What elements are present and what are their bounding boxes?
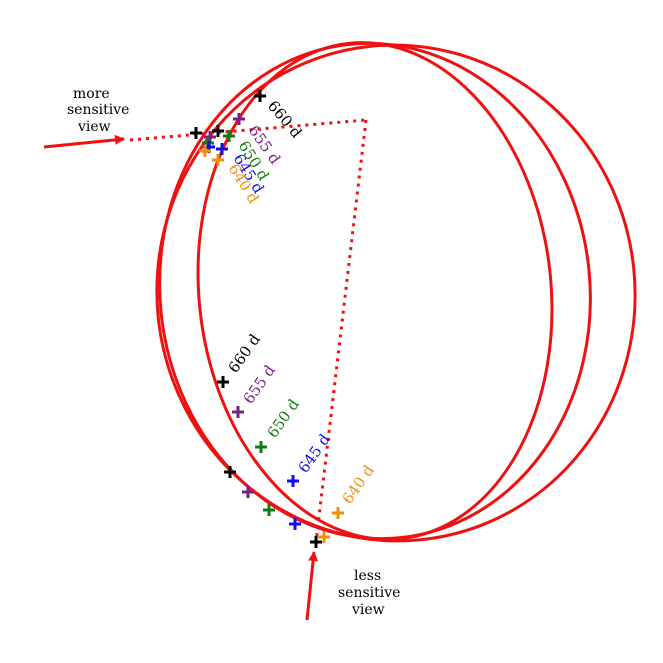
- sight-line-less: [314, 119, 368, 543]
- more-sensitive-arrow: [43, 134, 125, 149]
- orbit-ellipse-outer: [155, 43, 637, 543]
- lower-label-655: 655 d: [240, 361, 280, 407]
- more-sensitive-view-label: more sensitive view: [67, 86, 129, 135]
- marker-lower-660-a: [217, 376, 229, 388]
- less-view-line-2: sensitive: [338, 585, 400, 601]
- marker-upper-650: [223, 130, 235, 142]
- marker-upper-645: [216, 143, 228, 155]
- marker-upper-640-b: [199, 145, 211, 157]
- more-view-line-1: more: [73, 86, 110, 102]
- marker-upper-660-c: [212, 125, 224, 137]
- lower-label-645: 645 d: [295, 430, 335, 476]
- marker-lower-650-a: [255, 441, 267, 453]
- less-view-line-1: less: [354, 568, 381, 584]
- orbit-ellipse-middle: [158, 41, 592, 541]
- upper-label-660: 660 d: [264, 97, 306, 142]
- marker-lower-660-b: [224, 466, 236, 478]
- marker-upper-660-b: [190, 127, 202, 139]
- upper-markers: [190, 90, 266, 166]
- marker-lower-645-a: [287, 475, 299, 487]
- more-view-line-2: sensitive: [67, 102, 129, 118]
- lower-label-640: 640 d: [339, 461, 379, 507]
- marker-upper-640: [212, 154, 224, 166]
- less-view-line-3: view: [351, 602, 385, 618]
- lower-label-650: 650 d: [264, 395, 304, 441]
- orbit-ellipses: [155, 41, 637, 543]
- marker-lower-650-b: [263, 504, 275, 516]
- lower-markers: [217, 376, 344, 548]
- more-view-line-3: view: [77, 119, 111, 135]
- marker-lower-660-c: [310, 536, 322, 548]
- marker-lower-655-b: [242, 486, 254, 498]
- marker-lower-655-a: [232, 406, 244, 418]
- marker-lower-640-a: [332, 507, 344, 519]
- orbit-ellipse-inner: [196, 41, 554, 541]
- view-arrows: [43, 134, 319, 621]
- marker-lower-645-b: [289, 518, 301, 530]
- marker-upper-660-a: [254, 90, 266, 102]
- marker-lower-640-b: [318, 531, 330, 543]
- less-sensitive-view-label: less sensitive view: [338, 568, 400, 618]
- marker-upper-655: [233, 113, 245, 125]
- sight-lines: [129, 118, 368, 543]
- less-sensitive-arrow: [305, 551, 319, 621]
